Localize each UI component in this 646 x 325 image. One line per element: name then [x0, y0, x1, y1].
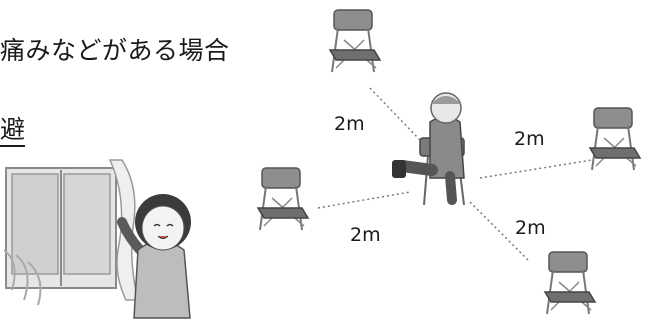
distance-label-lower-right: 2m [515, 217, 546, 239]
distance-label-upper-left: 2m [334, 113, 365, 135]
heading-text: 痛みなどがある場合 [0, 36, 230, 65]
folding-chair-icon [329, 9, 381, 73]
distance-lines [317, 87, 593, 263]
distance-label-lower-left: 2m [350, 224, 381, 246]
folding-chair-icon [544, 251, 596, 315]
window-ventilation-illustration [3, 159, 139, 306]
distance-label-upper-right: 2m [514, 128, 545, 150]
folding-chair-icon [257, 167, 309, 231]
seated-person-icon [392, 92, 465, 206]
underlined-heading-text: 避 [0, 115, 26, 147]
person-opening-window-icon [117, 194, 191, 319]
folding-chair-icon [589, 107, 641, 171]
